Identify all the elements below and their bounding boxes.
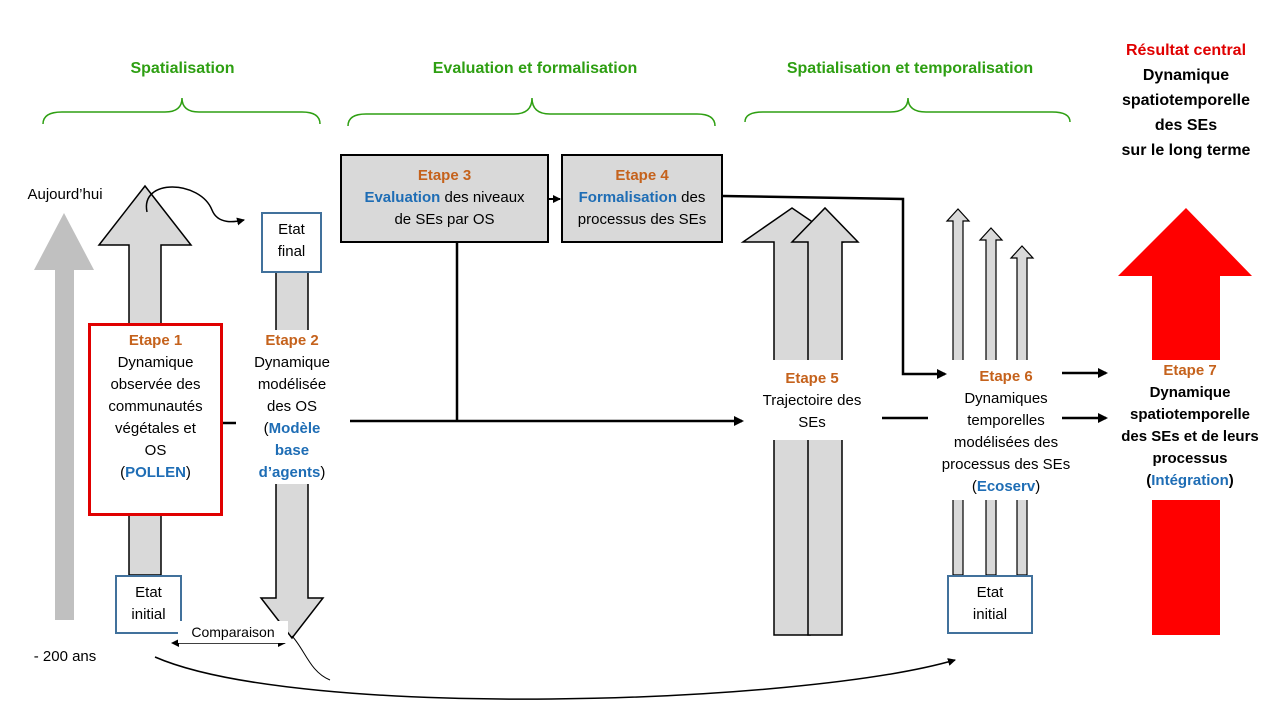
step7-tool: Intégration <box>1151 472 1229 489</box>
step7-title: Etape 7 <box>1163 362 1217 379</box>
step4-rest: des <box>677 189 706 206</box>
time-axis-bottom-label: - 200 ans <box>33 648 97 665</box>
step4-line2: processus des SEs <box>577 211 707 228</box>
step3-title: Etape 3 <box>417 167 472 184</box>
header-spatio-temporal: Spatialisation et temporalisation <box>786 60 1034 77</box>
central-result-line1: Dynamique <box>1142 67 1230 84</box>
initial-state-box-1 <box>115 575 182 634</box>
step7-open-paren: ( <box>1146 472 1152 489</box>
step2-line1: Dynamique <box>254 354 330 371</box>
initial-state-1-line1: Etat <box>135 584 162 601</box>
step6-line1: Dynamiques <box>964 390 1048 407</box>
step3-line2: de SEs par OS <box>394 211 495 228</box>
time-axis-top-label: Aujourd’hui <box>27 186 103 203</box>
step1-close-paren: ) <box>185 464 191 481</box>
brace-spatialisation <box>42 97 321 125</box>
step1-tool-line: (POLLEN) <box>91 462 220 484</box>
step2-text: Etape 2 Dynamique modélisée des OS (Modè… <box>236 330 348 484</box>
step4-box <box>561 154 723 243</box>
step2-line2: modélisée <box>257 376 327 393</box>
step1-line2: observée des <box>110 376 201 393</box>
step2-tool3: d’agents <box>258 464 321 481</box>
step7-line1: Dynamique <box>1149 384 1231 401</box>
initial-state-label-1: Etat initial <box>115 582 182 626</box>
central-result-line4: sur le long terme <box>1121 142 1251 159</box>
step2-close-paren: ) <box>320 464 326 481</box>
step7-line3: des SEs et de leurs <box>1121 428 1259 445</box>
step6-tool-line: (Ecoserv) <box>930 476 1082 498</box>
initial-state-box-2 <box>947 575 1033 634</box>
step5-title: Etape 5 <box>785 370 839 387</box>
step2-tool-line1: (Modèle <box>236 418 348 440</box>
final-state-line2: final <box>277 243 306 260</box>
step2-line3: des OS <box>266 398 318 415</box>
step4-key: Formalisation <box>578 189 677 206</box>
step4-text: Etape 4 Formalisation des processus des … <box>563 165 721 231</box>
initial-state-1-line2: initial <box>131 606 166 623</box>
final-state-box <box>261 212 322 273</box>
step5-line2: SEs <box>798 414 826 431</box>
central-result-line3: des SEs <box>1154 117 1218 134</box>
step1-tool: POLLEN <box>125 464 186 481</box>
step4-title: Etape 4 <box>615 167 669 184</box>
step7-close-paren: ) <box>1228 472 1234 489</box>
step1-line3: communautés <box>108 398 203 415</box>
step1-open-paren: ( <box>120 464 126 481</box>
step1-text: Etape 1 Dynamique observée des communaut… <box>91 330 220 484</box>
initial-state-label-2: Etat initial <box>947 582 1033 626</box>
step3-rest: des niveaux <box>440 189 525 206</box>
step2-title: Etape 2 <box>265 332 319 349</box>
brace-evaluation <box>347 97 716 127</box>
step3-line1: Evaluation des niveaux <box>342 187 547 209</box>
step6-text: Etape 6 Dynamiques temporelles modélisée… <box>930 366 1082 498</box>
step6-line2: temporelles <box>967 412 1045 429</box>
time-axis-arrow <box>34 213 94 620</box>
step1-box <box>88 323 223 516</box>
step1-line1: Dynamique <box>117 354 194 371</box>
step7-tool-line: (Intégration) <box>1108 470 1272 492</box>
header-spatialisation: Spatialisation <box>130 60 235 77</box>
step2-tip-curve <box>291 635 331 681</box>
step7-line2: spatiotemporelle <box>1129 406 1251 423</box>
step2-tool1: Modèle <box>268 420 321 437</box>
connector-step4-to-step6 <box>722 194 947 379</box>
bottom-curve-arrow <box>154 656 956 700</box>
step4-line1: Formalisation des <box>563 187 721 209</box>
step6-open-paren: ( <box>971 478 977 495</box>
header-evaluation: Evaluation et formalisation <box>432 60 638 77</box>
step2-tool2: base <box>274 442 310 459</box>
step3-text: Etape 3 Evaluation des niveaux de SEs pa… <box>342 165 547 231</box>
final-state-line1: Etat <box>278 221 305 238</box>
step3-key: Evaluation <box>364 189 441 206</box>
step5-text: Etape 5 Trajectoire des SEs <box>742 368 882 434</box>
step6-tool: Ecoserv <box>976 478 1036 495</box>
step2-tool-line3: d’agents) <box>236 462 348 484</box>
step5-line1: Trajectoire des <box>762 392 862 409</box>
step1-title: Etape 1 <box>128 332 183 349</box>
step6-line4: processus des SEs <box>941 456 1071 473</box>
central-result-line2: spatiotemporelle <box>1121 92 1251 109</box>
central-result: Résultat central Dynamique spatiotempore… <box>1092 38 1280 163</box>
step1-line5: OS <box>144 442 167 459</box>
step6-line3: modélisées des <box>953 434 1059 451</box>
step1-line4: végétales et <box>115 420 196 437</box>
initial-state-2-line1: Etat <box>976 584 1004 601</box>
step6-close-paren: ) <box>1035 478 1041 495</box>
initial-state-2-line2: initial <box>972 606 1008 623</box>
step7-text: Etape 7 Dynamique spatiotemporelle des S… <box>1108 360 1272 492</box>
step7-line4: processus <box>1152 450 1228 467</box>
comparison-label: Comparaison <box>178 621 288 643</box>
step3-box <box>340 154 549 243</box>
central-result-title: Résultat central <box>1125 42 1247 59</box>
step2-open-paren: ( <box>263 420 269 437</box>
final-state-label: Etat final <box>261 219 322 263</box>
curve-arrow-to-final <box>145 186 245 226</box>
step6-title: Etape 6 <box>979 368 1033 385</box>
brace-spatio-temporal <box>744 97 1071 123</box>
